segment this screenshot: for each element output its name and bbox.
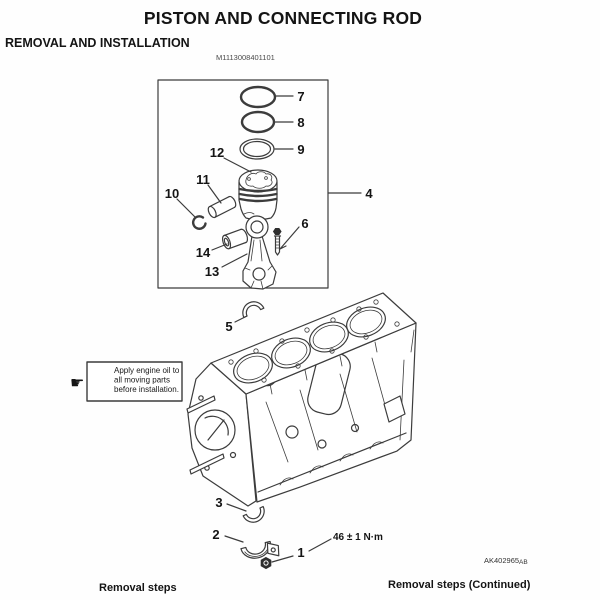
leader-torque xyxy=(308,538,332,552)
drawing-code: AK402965AB xyxy=(484,556,528,566)
note-line-2: all moving parts xyxy=(114,376,170,385)
snap-ring xyxy=(191,215,207,230)
note-border xyxy=(86,361,183,402)
callout-6: 6 xyxy=(301,216,308,231)
bearing-lower xyxy=(242,505,265,523)
callout-7: 7 xyxy=(297,89,304,104)
callout-8: 8 xyxy=(297,115,304,130)
callout-10: 10 xyxy=(165,186,179,201)
page-title: PISTON AND CONNECTING ROD xyxy=(143,8,423,28)
pointing-hand-icon: ☛ xyxy=(70,373,84,392)
engine-block-drawing xyxy=(186,292,417,507)
footer-removal-steps-continued: Removal steps (Continued) xyxy=(388,579,531,591)
callout-11: 11 xyxy=(196,172,210,187)
callout-14: 14 xyxy=(196,245,211,260)
piston-assembly-inset: 7 8 9 12 11 10 14 13 6 xyxy=(157,79,329,290)
piston-ring-1 xyxy=(239,85,277,109)
leader-3 xyxy=(226,503,247,512)
callout-1: 1 xyxy=(297,545,304,560)
piston-ring-2 xyxy=(240,110,276,134)
leader-5 xyxy=(234,315,248,323)
callout-3: 3 xyxy=(215,495,222,510)
section-title: REMOVAL AND INSTALLATION xyxy=(5,36,190,50)
connecting-rod xyxy=(242,215,277,290)
callout-12: 12 xyxy=(210,145,224,160)
bearing-upper xyxy=(242,301,265,319)
callout-2: 2 xyxy=(212,527,219,542)
leader-1 xyxy=(271,555,294,563)
callout-13: 13 xyxy=(205,264,219,279)
drawing-code-main: AK402965 xyxy=(484,556,520,565)
rod-bushing xyxy=(221,228,249,250)
oil-ring xyxy=(239,138,275,160)
deck-bolt-holes xyxy=(228,299,400,383)
figure-code: M1113008401101 xyxy=(216,53,275,62)
inset-border xyxy=(157,79,329,289)
torque-spec: 46 ± 1 N·m xyxy=(333,532,383,543)
drawing-code-suffix: AB xyxy=(519,559,528,566)
caution-note: Apply engine oil to all moving parts bef… xyxy=(70,361,183,402)
callout-9: 9 xyxy=(297,142,304,157)
leader-2 xyxy=(224,535,244,543)
footer-removal-steps: Removal steps xyxy=(99,582,177,594)
rod-bolt xyxy=(272,228,282,256)
rod-cap-nut xyxy=(260,556,272,570)
callout-5: 5 xyxy=(225,319,232,334)
note-line-3: before installation. xyxy=(114,385,179,394)
note-line-1: Apply engine oil to xyxy=(114,366,180,375)
callout-4: 4 xyxy=(365,186,373,201)
piston-pin xyxy=(207,195,237,219)
rod-cap xyxy=(240,540,280,559)
leader-lines-inset xyxy=(176,95,300,268)
piston xyxy=(238,169,278,220)
